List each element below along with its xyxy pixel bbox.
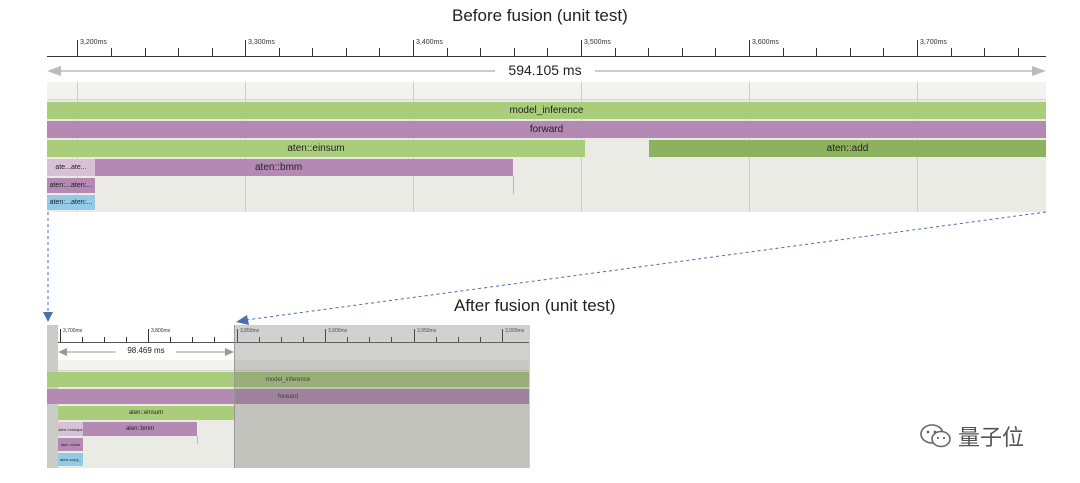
track-aten-einsum[interactable]: aten::einsum bbox=[58, 406, 234, 420]
track-small-op-3[interactable]: aten::copy_ bbox=[58, 453, 83, 466]
after-title: After fusion (unit test) bbox=[454, 296, 616, 315]
track-model-inference[interactable]: model_inference bbox=[47, 102, 1046, 119]
track-forward[interactable]: forward bbox=[47, 121, 1046, 138]
after-duration-measure: 98.469 ms bbox=[58, 345, 234, 359]
watermark-text: 量子位 bbox=[958, 426, 1025, 451]
watermark: 量子位 bbox=[918, 420, 1024, 452]
track-small-op-2[interactable]: aten:...aten:... bbox=[47, 178, 95, 193]
tick-label: 3,500ms bbox=[584, 39, 611, 46]
tick-label: 3,950ms bbox=[417, 328, 437, 334]
duration-label: 594.105 ms bbox=[508, 62, 582, 78]
after-track-area: model_inference forward aten::einsum ate… bbox=[47, 360, 529, 468]
track-aten-bmm[interactable]: aten::bmm bbox=[95, 159, 513, 176]
before-track-area: model_inference forward aten::einsum ate… bbox=[47, 82, 1046, 212]
tick-label: 3,000ms bbox=[505, 328, 525, 334]
tick-label: 3,600ms bbox=[752, 39, 779, 46]
tick-label: 3,900ms bbox=[328, 328, 348, 334]
before-timeline-ruler: 3,200ms 3,300ms 3,400ms 3,500ms 3,600ms … bbox=[47, 36, 1046, 58]
ruler-baseline bbox=[47, 56, 1046, 57]
out-of-range-overlay bbox=[234, 325, 530, 468]
track-small-op-1[interactable]: aten::reshape bbox=[58, 422, 83, 436]
track-small-op-2[interactable]: aten::clone bbox=[58, 438, 83, 451]
tick-label: 3,700ms bbox=[63, 328, 83, 334]
spacer-row bbox=[58, 360, 529, 371]
track-forward[interactable]: forward bbox=[47, 389, 529, 404]
spacer-row bbox=[47, 82, 1046, 100]
tick-label: 3,400ms bbox=[416, 39, 443, 46]
before-duration-measure: 594.105 ms bbox=[47, 62, 1046, 80]
track-aten-bmm[interactable]: aten::bmm bbox=[83, 422, 197, 436]
bmm-tail-marker bbox=[197, 436, 198, 444]
after-timeline-ruler: 3,700ms 3,800ms 3,850ms 3,900ms 3,950ms … bbox=[58, 325, 529, 345]
track-small-op-1[interactable]: ate...ate... bbox=[47, 159, 95, 176]
tick-label: 3,300ms bbox=[248, 39, 275, 46]
bmm-tail-marker bbox=[513, 176, 514, 194]
after-panel: 3,700ms 3,800ms 3,850ms 3,900ms 3,950ms … bbox=[47, 325, 530, 468]
track-model-inference[interactable]: model_inference bbox=[47, 372, 529, 387]
track-aten-add[interactable]: aten::add bbox=[649, 140, 1046, 157]
tick-label: 3,700ms bbox=[920, 39, 947, 46]
tick-label: 3,200ms bbox=[80, 39, 107, 46]
wechat-icon bbox=[920, 424, 951, 448]
duration-label: 98.469 ms bbox=[127, 346, 165, 355]
tick-label: 3,850ms bbox=[240, 328, 260, 334]
tick-label: 3,800ms bbox=[151, 328, 171, 334]
track-small-op-3[interactable]: aten:...aten:... bbox=[47, 195, 95, 210]
before-title: Before fusion (unit test) bbox=[452, 6, 628, 25]
track-aten-einsum[interactable]: aten::einsum bbox=[47, 140, 585, 157]
